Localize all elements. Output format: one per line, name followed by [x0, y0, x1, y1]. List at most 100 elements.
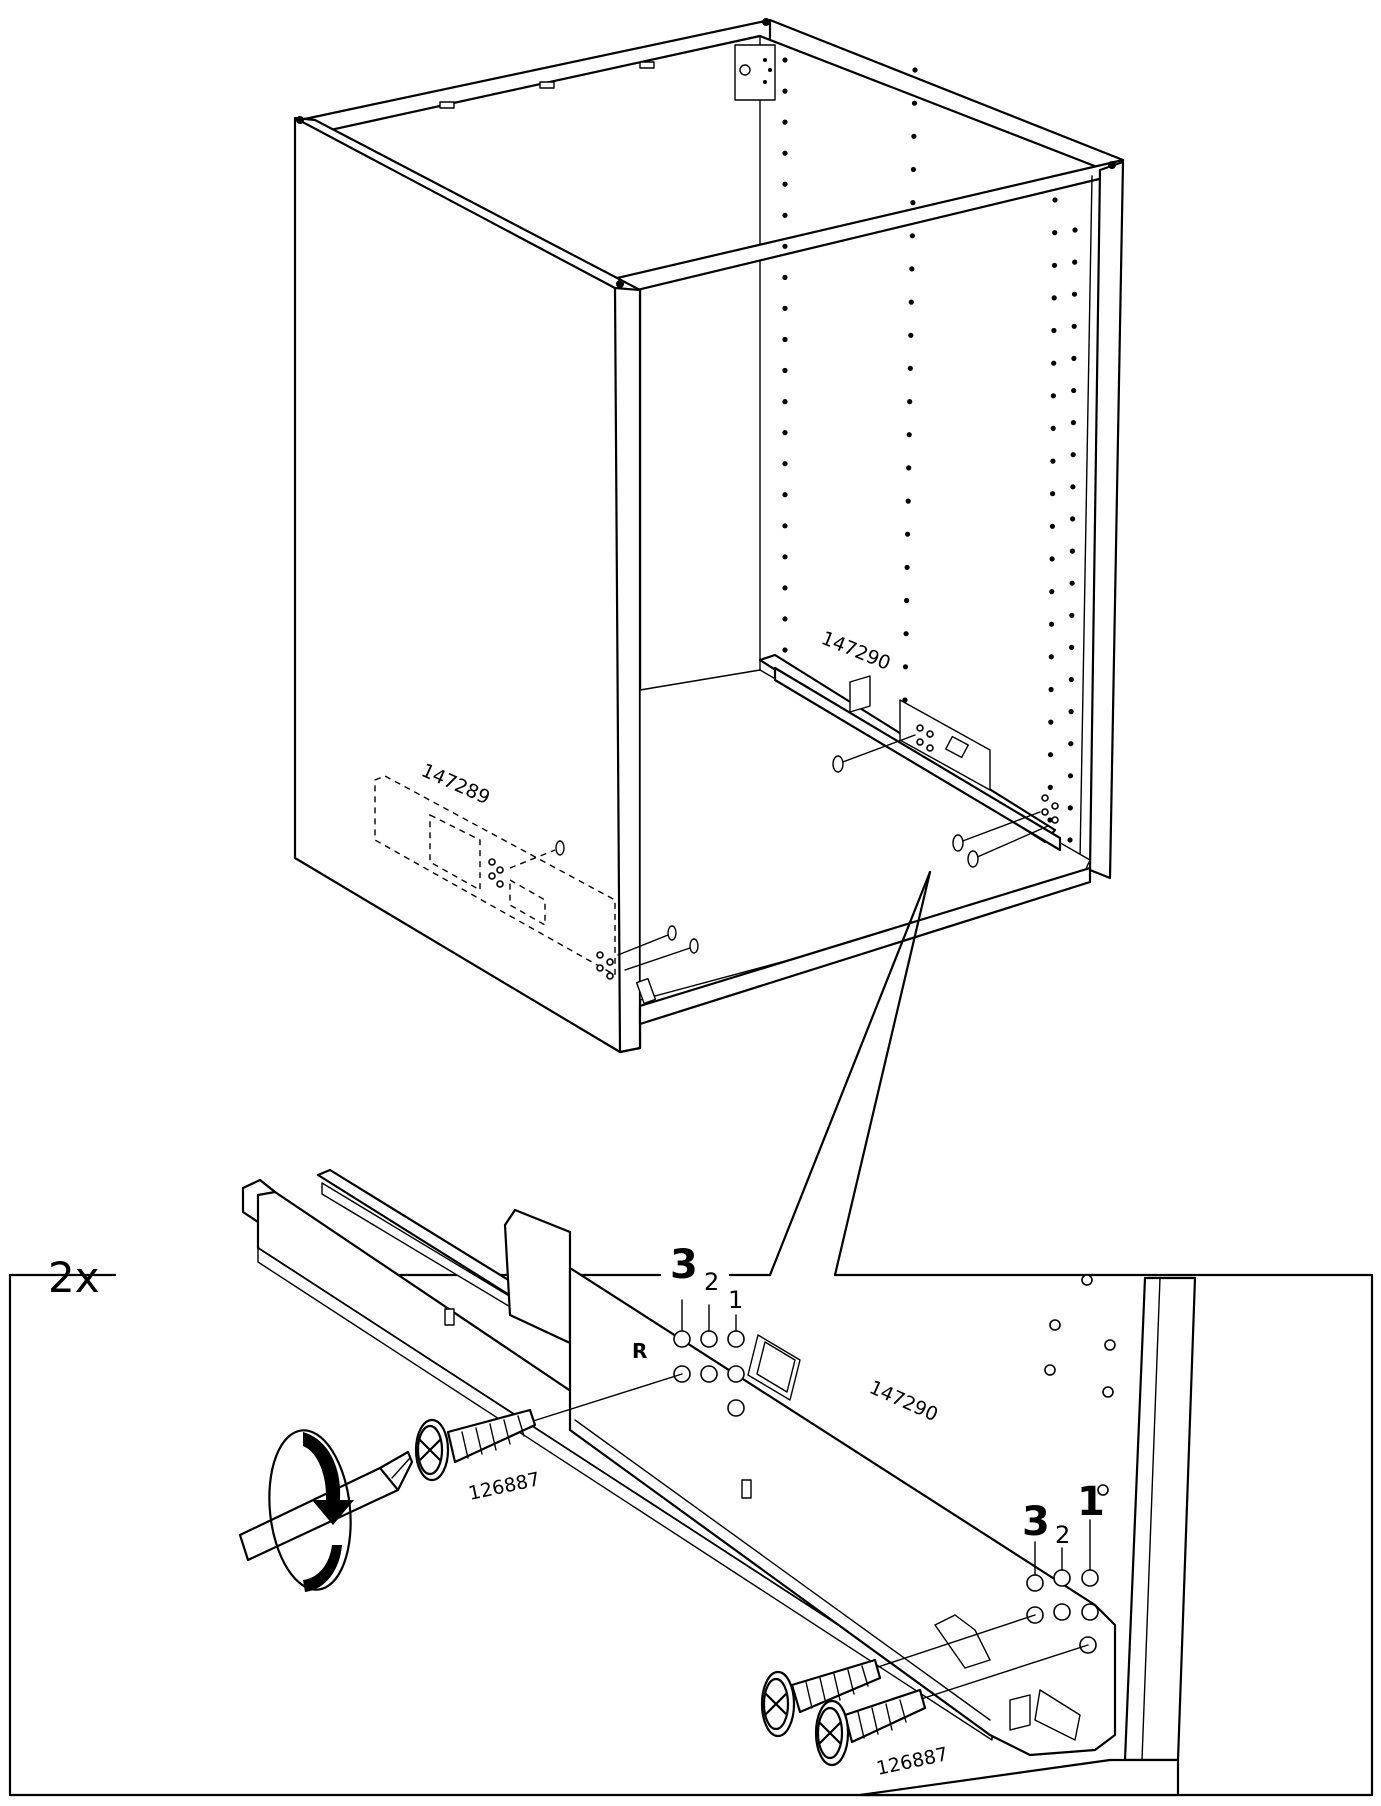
shelf-hole [1069, 548, 1075, 554]
part-number-rail-cabinet: 147290 [818, 627, 893, 675]
shelf-hole [909, 233, 916, 239]
part-number-screw-front: 126887 [466, 1468, 542, 1505]
shelf-hole [1070, 420, 1076, 426]
shelf-hole [782, 461, 788, 467]
shelf-hole [782, 181, 788, 187]
shelf-hole [1071, 291, 1078, 297]
shelf-hole [1047, 817, 1053, 823]
shelf-hole [1049, 556, 1055, 562]
shelf-hole [782, 399, 788, 405]
shelf-hole [1072, 259, 1078, 265]
shelf-hole [905, 531, 911, 537]
shelf-hole [1068, 709, 1074, 715]
shelf-hole [1052, 230, 1058, 236]
shelf-hole [782, 274, 788, 280]
shelf-hole [1049, 523, 1055, 529]
shelf-hole [1048, 654, 1054, 660]
rotate-clockwise-icon [268, 1429, 354, 1592]
shelf-hole [906, 432, 912, 438]
shelf-hole [782, 647, 788, 653]
shelf-hole [1069, 644, 1075, 651]
shelf-hole [1051, 327, 1057, 334]
shelf-hole [1070, 452, 1076, 458]
detail-callout-lines [768, 870, 932, 1277]
hole-label-rear-2: 2 [1055, 1521, 1070, 1549]
shelf-hole [782, 119, 788, 125]
rail-front-hole-group [673, 1299, 745, 1417]
cabinet-top-rear-rail [298, 18, 1125, 174]
shelf-hole [911, 100, 918, 106]
shelf-hole [904, 597, 910, 604]
shelf-hole [782, 57, 788, 63]
shelf-hole [782, 585, 788, 591]
shelf-hole [1051, 295, 1057, 301]
shelf-hole [1051, 360, 1057, 366]
shelf-hole [782, 336, 788, 343]
part-number-screw-rear: 126887 [874, 1743, 950, 1780]
shelf-hole [902, 664, 909, 670]
cabinet-left-front-edge [613, 286, 642, 1054]
hole-label-front-3: 3 [670, 1242, 698, 1288]
shelf-hole [1047, 784, 1053, 791]
shelf-hole [904, 564, 910, 571]
shelf-hole [1070, 484, 1076, 490]
shelf-hole [1049, 621, 1055, 627]
shelf-hole [911, 133, 917, 139]
shelf-hole [1048, 719, 1054, 725]
shelf-hole [1070, 516, 1076, 522]
shelf-hole [1051, 262, 1058, 268]
screw-front [414, 1373, 683, 1482]
shelf-hole [1071, 323, 1077, 329]
shelf-hole [1068, 676, 1074, 683]
screwdriver-icon [238, 1450, 414, 1562]
drawer-rail-cabinet-left [374, 775, 699, 1005]
shelf-hole [912, 67, 918, 73]
shelf-hole [782, 616, 788, 622]
shelf-hole [1072, 227, 1078, 233]
shelf-hole [782, 492, 788, 498]
shelf-hole [910, 166, 917, 173]
shelf-hole [1067, 773, 1074, 779]
shelf-hole [782, 430, 788, 436]
quantity-label: 2x [48, 1253, 100, 1302]
shelf-hole [1067, 837, 1073, 843]
shelf-hole [903, 631, 909, 637]
screw-rear-upper [760, 1614, 1036, 1738]
cabinet-carcass [293, 18, 1125, 1054]
hole-label-front-1: 1 [728, 1286, 743, 1314]
shelf-hole [1048, 686, 1054, 693]
shelf-hole [1047, 752, 1054, 758]
shelf-hole [909, 266, 915, 272]
part-number-rail-detail: 147290 [866, 1376, 941, 1426]
rail-side-mark: R [632, 1339, 647, 1363]
shelf-hole [908, 332, 914, 338]
shelf-hole [908, 299, 914, 305]
cabinet-shelf-holes [782, 57, 1078, 843]
rear-corner-bracket [734, 44, 776, 101]
shelf-hole [1071, 387, 1077, 394]
shelf-hole [782, 243, 788, 249]
shelf-hole [782, 523, 788, 529]
shelf-hole [1067, 805, 1073, 811]
shelf-hole [1068, 741, 1074, 747]
shelf-hole [782, 367, 788, 374]
shelf-hole [906, 465, 912, 471]
shelf-hole [1050, 425, 1056, 431]
shelf-hole [782, 212, 788, 218]
shelf-hole [782, 554, 788, 560]
detail-cabinet-panel [858, 1274, 1197, 1797]
shelf-hole [1050, 491, 1056, 497]
shelf-hole [907, 399, 913, 405]
shelf-hole [1069, 580, 1075, 586]
cabinet-bottom-front-edge [638, 866, 1092, 1026]
shelf-hole [907, 365, 913, 371]
cabinet-right-front-edge [1088, 160, 1125, 880]
hole-label-front-2: 2 [704, 1268, 719, 1296]
shelf-hole [1050, 393, 1056, 399]
shelf-hole [782, 150, 788, 156]
screw-rear-lower [814, 1644, 1089, 1767]
cabinet-top-front-rail [598, 158, 1125, 298]
shelf-hole [782, 305, 788, 311]
